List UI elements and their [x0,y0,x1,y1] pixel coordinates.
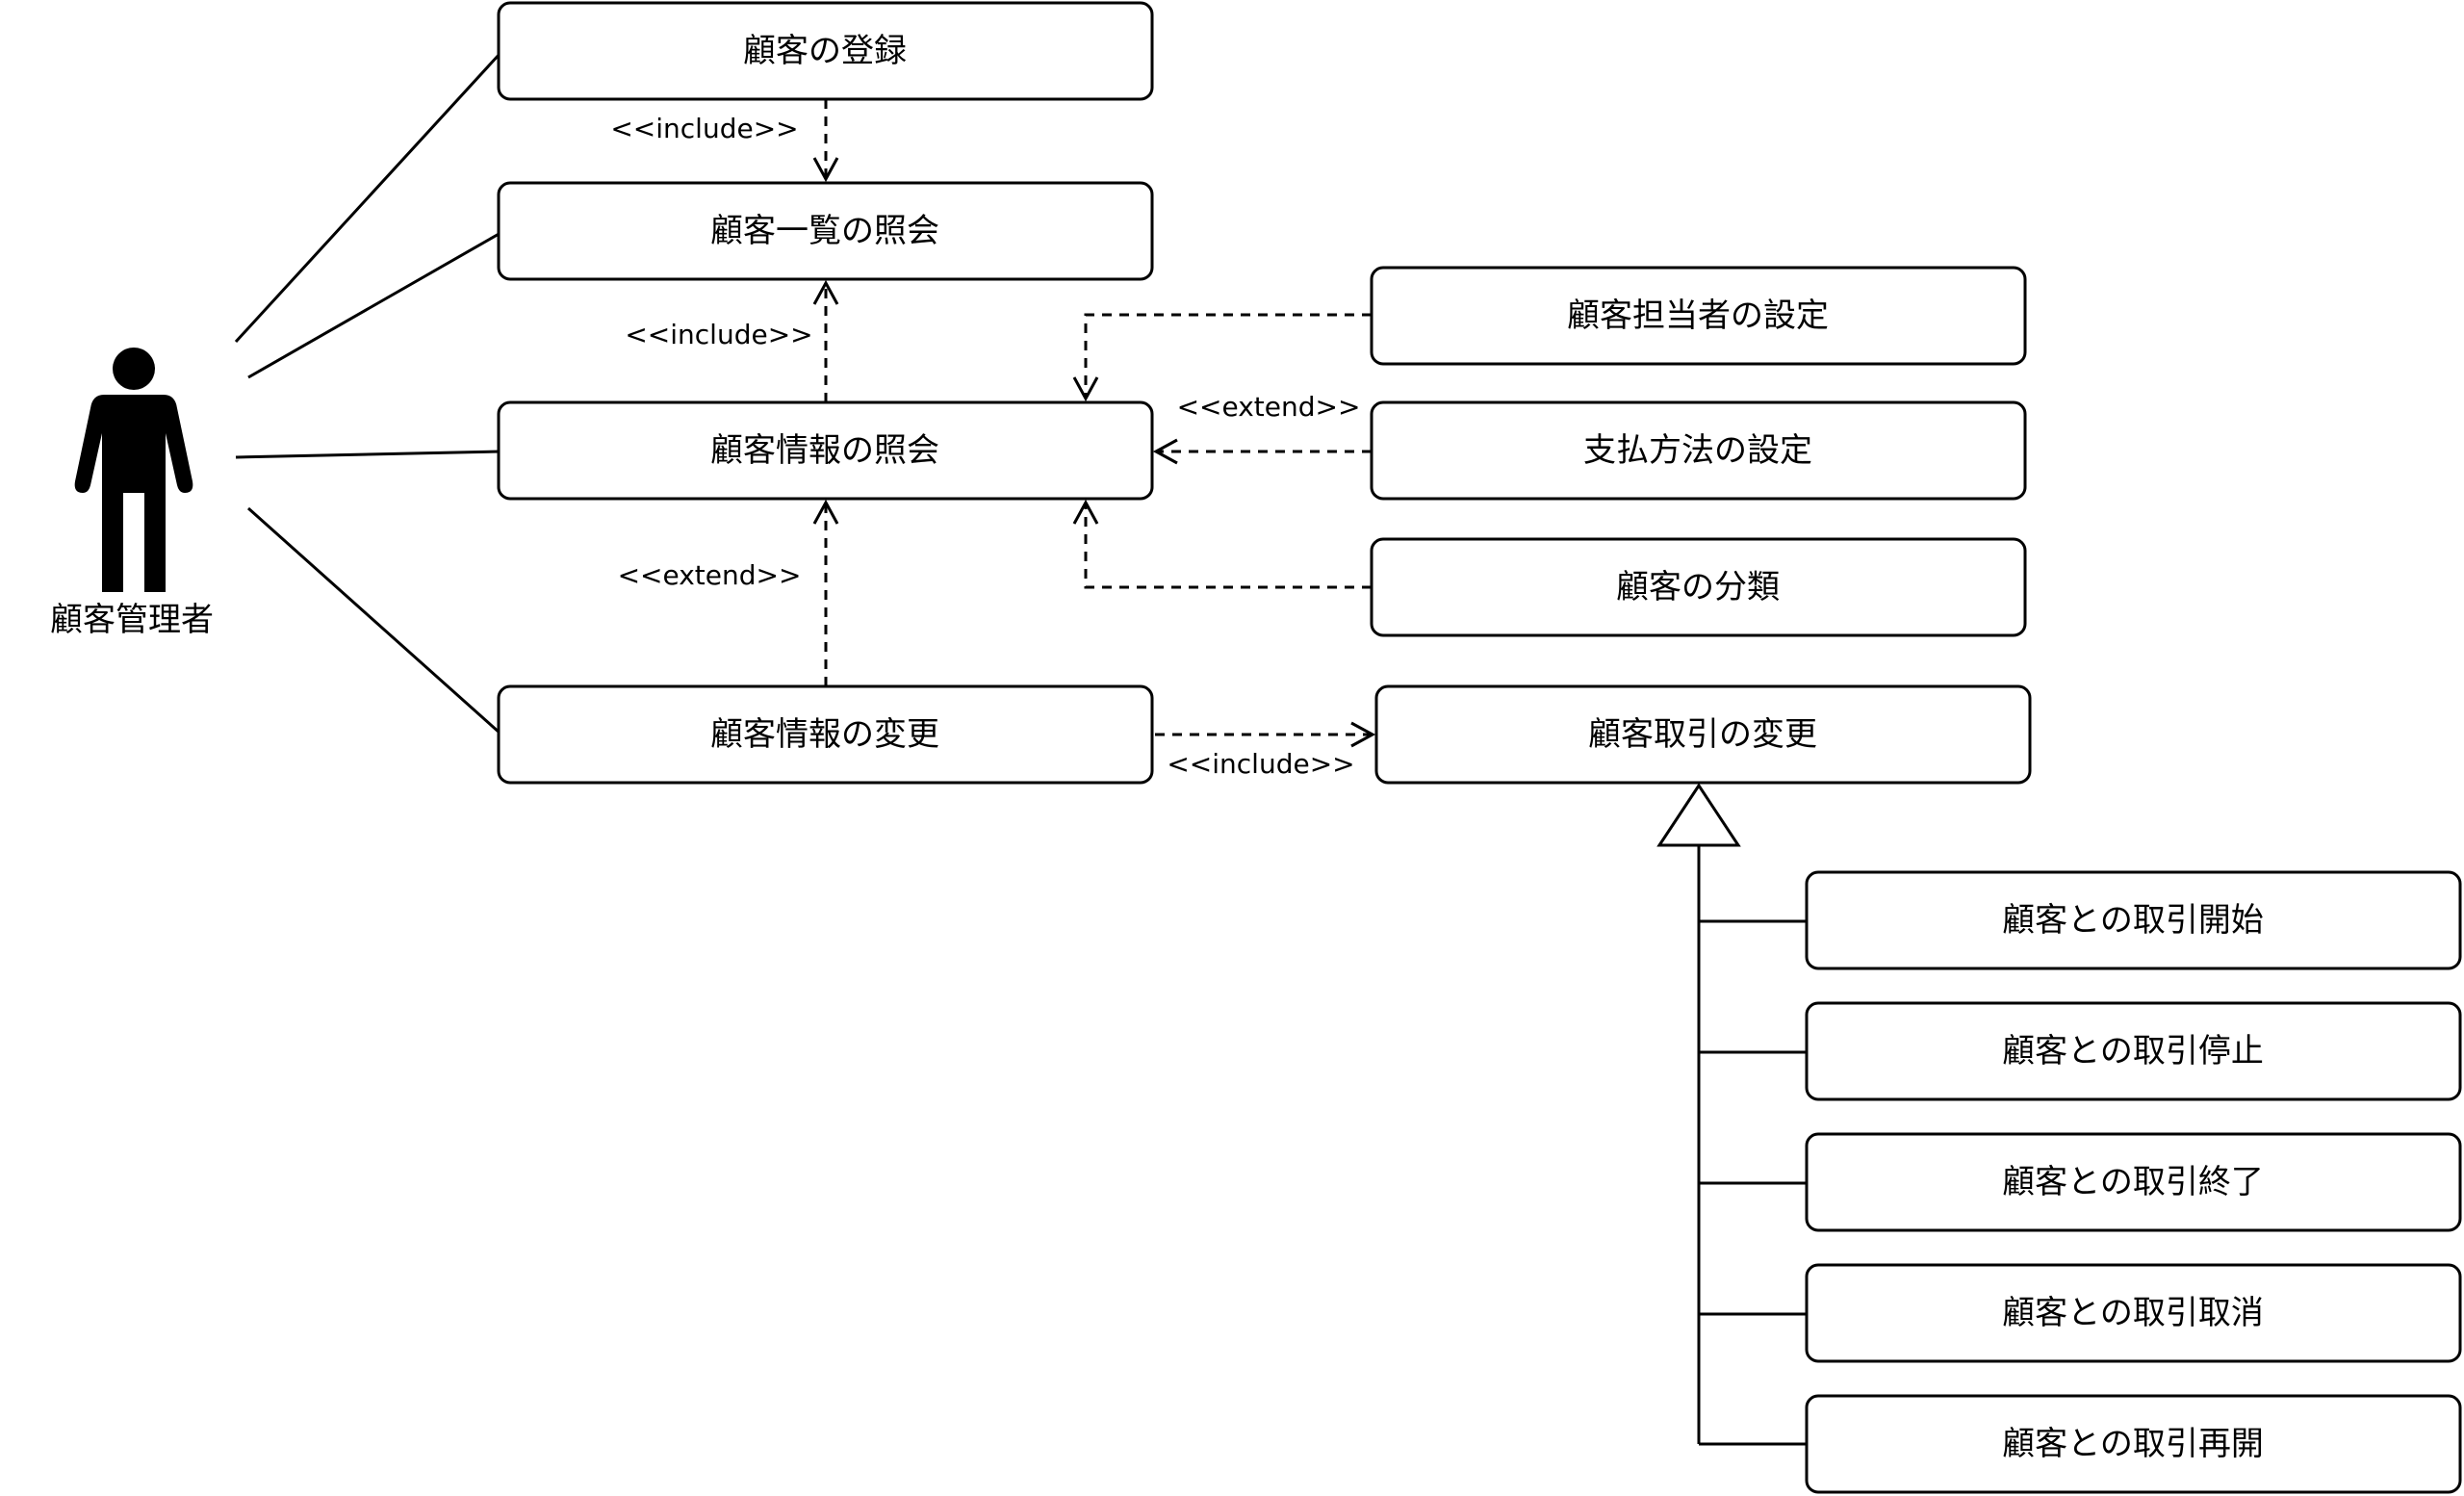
usecase-trade-cancel[interactable]: 顧客との取引取消 [1805,1263,2462,1363]
usecase-trade-start[interactable]: 顧客との取引開始 [1805,870,2462,970]
usecase-register[interactable]: 顧客の登録 [497,1,1154,101]
rel-extend-payment-info [1152,438,1372,465]
assoc-info [235,450,501,459]
usecase-payment-label: 支払方法の設定 [1583,431,1812,470]
usecase-info-label: 顧客情報の照会 [710,431,939,470]
label-extend-change-info: <<extend>> [618,559,802,591]
label-include-register-list: <<include>> [610,113,798,144]
usecase-staff[interactable]: 顧客担当者の設定 [1370,266,2027,366]
usecase-trade-stop-label: 顧客との取引停止 [2002,1032,2264,1070]
generalization-triangle [1656,783,1741,847]
usecase-list[interactable]: 顧客一覧の照会 [497,181,1154,281]
usecase-list-label: 顧客一覧の照会 [710,212,939,250]
rel-include-register-list [812,99,839,183]
label-include-change-trade: <<include>> [1167,748,1354,780]
usecase-trade-end[interactable]: 顧客との取引終了 [1805,1132,2462,1232]
rel-extend-classify-info [1072,499,1372,589]
usecase-trade-end-label: 顧客との取引終了 [2002,1163,2264,1201]
assoc-register [234,51,502,344]
usecase-trade-change[interactable]: 顧客取引の変更 [1374,684,2032,785]
rel-include-change-trade [1155,721,1376,748]
usecase-trade-cancel-label: 顧客との取引取消 [2002,1294,2264,1332]
usecase-trade-resume-label: 顧客との取引再開 [2002,1425,2264,1463]
label-include-info-list: <<include>> [625,319,812,350]
generalization-tree [1656,783,1807,1446]
usecase-change[interactable]: 顧客情報の変更 [497,684,1154,785]
usecase-payment[interactable]: 支払方法の設定 [1370,400,2027,501]
rel-extend-staff-info [1072,313,1372,402]
actor-figure [74,348,193,592]
rel-include-info-list [812,279,839,402]
assoc-list [247,231,501,379]
usecase-staff-label: 顧客担当者の設定 [1567,297,1829,335]
assoc-change [247,506,501,735]
usecase-info[interactable]: 顧客情報の照会 [497,400,1154,501]
actor-body [74,395,193,592]
usecase-classify-label: 顧客の分類 [1616,568,1780,606]
actor-label: 顧客管理者 [50,601,214,639]
usecase-trade-start-label: 顧客との取引開始 [2002,901,2264,940]
usecase-change-label: 顧客情報の変更 [710,715,939,754]
usecase-classify[interactable]: 顧客の分類 [1370,537,2027,637]
label-extend-options-info: <<extend>> [1177,391,1361,423]
usecase-trade-stop[interactable]: 顧客との取引停止 [1805,1001,2462,1101]
usecase-register-label: 顧客の登録 [743,32,907,70]
rel-extend-change-info [812,499,839,686]
usecase-trade-resume[interactable]: 顧客との取引再開 [1805,1394,2462,1494]
actor-head [113,348,155,390]
usecase-trade-change-label: 顧客取引の変更 [1588,715,1817,754]
